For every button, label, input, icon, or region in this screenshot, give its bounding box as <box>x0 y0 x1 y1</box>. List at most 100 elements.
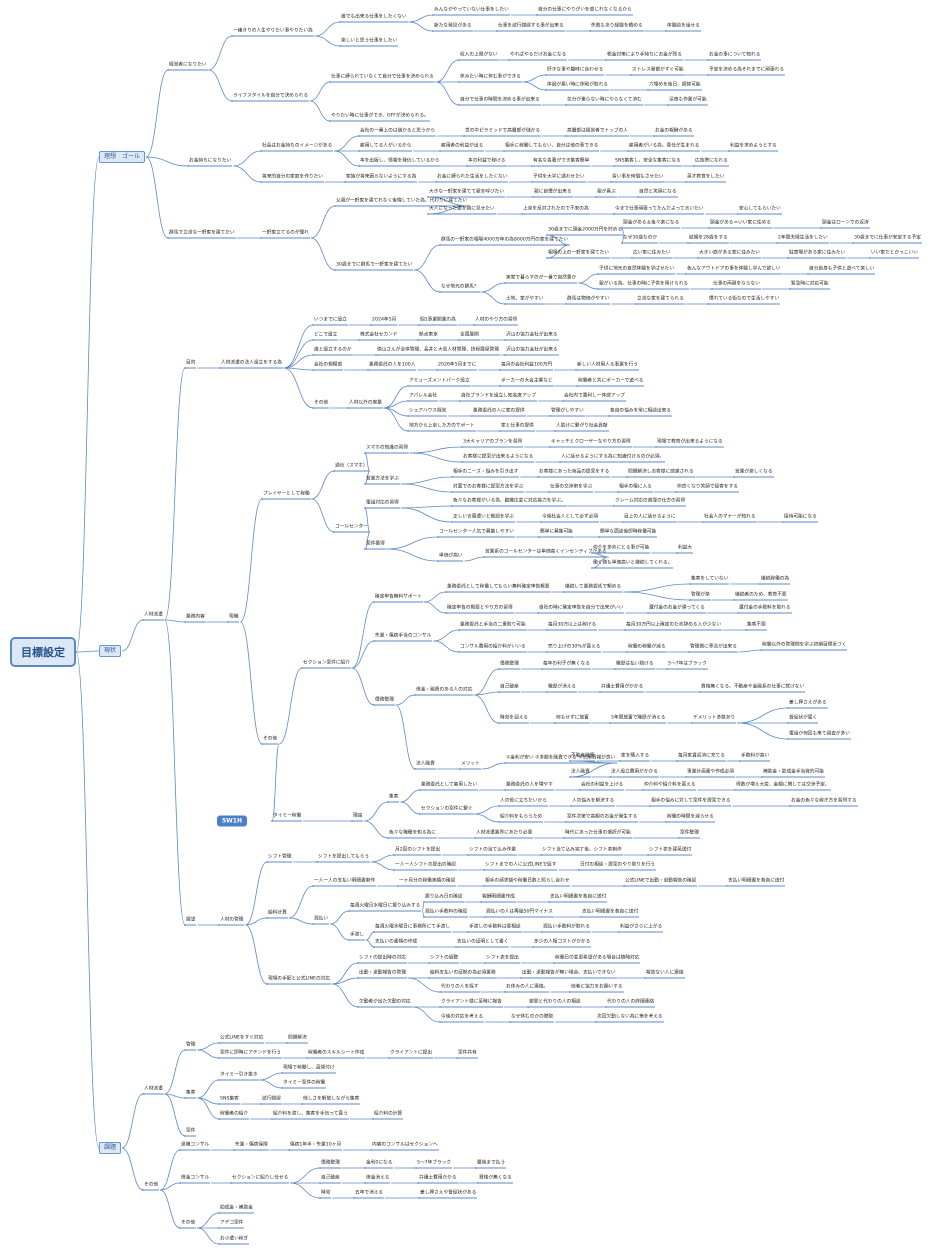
node-f30[interactable]: 自己破産 <box>499 685 520 692</box>
node-f16[interactable]: 毎月30万以上は稼げる <box>547 623 598 630</box>
node-e25[interactable]: 今後社会人として必ず必須 <box>541 515 600 522</box>
node-c4[interactable]: 大きな一軒家を建てて親を呼びたい <box>428 190 506 197</box>
node-g16[interactable]: 公式LINEで出勤・退勤報告の確認 <box>624 879 698 886</box>
node-b11[interactable]: 利益を求めようとする <box>729 144 778 151</box>
node-f31[interactable]: 職歴が消える <box>547 685 577 692</box>
node-a12[interactable]: 仕事に縛られていなくて自分で仕事を決められる <box>330 75 435 82</box>
node-b8[interactable]: 雇用者の利益が出る <box>440 144 485 151</box>
node-g50[interactable]: 今後の対応を考える <box>440 1015 485 1022</box>
node-h41[interactable]: お小遣い稼ぎ <box>219 1237 250 1244</box>
node-d19[interactable]: 毎月の会社利益100万円 <box>500 363 554 370</box>
node-e37[interactable]: 働く側も単価高いと継続してくれる。 <box>592 561 674 568</box>
node-e10[interactable]: 人に話せるようにする為に知識付けるのが必須。 <box>560 455 666 462</box>
node-e23[interactable]: クレーム対応の謝罪の仕方の習得 <box>614 499 687 506</box>
node-c19[interactable]: 結婚を28歳をする <box>688 236 729 243</box>
node-d2[interactable]: 目的 <box>185 361 197 368</box>
node-c20[interactable]: 2年間夫婦生活をしたい <box>777 236 829 243</box>
node-e1[interactable]: 業務内容 <box>185 615 206 622</box>
node-h5[interactable]: 案件に即時にアテンドを行う <box>219 1051 282 1058</box>
node-g36[interactable]: シフトの調整 <box>429 956 460 963</box>
node-h7[interactable]: クライアントに提出 <box>389 1051 434 1058</box>
node-a21[interactable]: 体調が悪い時に休暇が取れる <box>546 83 609 90</box>
node-d23[interactable]: アミューズメントパーク設立 <box>408 379 471 386</box>
node-h29[interactable]: 5〜7年ブラック <box>416 1161 453 1168</box>
node-c12[interactable]: 30歳までに群馬で一軒家を建てたい <box>335 263 414 270</box>
node-h24[interactable]: 内容のコンサルはセクションへ <box>371 1143 439 1150</box>
node-e33[interactable]: 単価が高い <box>438 554 464 561</box>
node-c2[interactable]: 一軒家立てるのが憧れ <box>261 231 310 238</box>
node-f71[interactable]: 案件整理 <box>679 831 700 838</box>
node-f33[interactable]: 資格無くなる、不動産や金融系の仕事に就けない <box>700 685 806 692</box>
node-b4[interactable]: 世の中ピラミッドで高層部が儲かる <box>464 129 542 136</box>
node-d8[interactable]: どこで設立 <box>313 333 339 340</box>
node-c38[interactable]: 慣れている街なので生活しやすい <box>708 297 781 304</box>
node-e36[interactable]: 利益大 <box>677 546 694 553</box>
node-f69[interactable]: 人材派遣業界にあたり必要 <box>475 831 534 838</box>
node-h23[interactable]: 傷病1年半・失業10ヶ月 <box>289 1143 343 1150</box>
node-f27[interactable]: 毎年の利子が無くなる <box>542 662 591 669</box>
node-a19[interactable]: ストレス発散がすぐ可能 <box>631 68 685 75</box>
node-c31[interactable]: 自分自身も子供と遊べて楽しい <box>808 267 876 274</box>
node-h10[interactable]: タイミー引き抜き <box>219 1073 259 1080</box>
node-c27[interactable]: なぜ地元の群馬？ <box>440 285 480 292</box>
node-d6[interactable]: 個1事業開業の為 <box>419 318 457 325</box>
node-f50[interactable]: 事業計画書や作成必須 <box>686 770 735 777</box>
node-d18[interactable]: 2026年5月までに <box>437 363 478 370</box>
node-h9[interactable]: 集客 <box>185 1091 197 1098</box>
branch-ideal[interactable]: 理想 ゴール <box>99 151 146 163</box>
node-f65[interactable]: 紹介料をもらうため <box>499 815 544 822</box>
node-f28[interactable]: 職歴は払い続ける <box>615 662 655 669</box>
node-f25[interactable]: 借金・融資のある人の対応 <box>415 688 474 695</box>
node-b20[interactable]: 子供を大学に通わせたい <box>532 175 586 182</box>
node-g1[interactable]: 展望 <box>185 918 197 925</box>
node-h25[interactable]: 借金コンサル <box>180 1176 211 1183</box>
node-f40[interactable]: 電話が何回も来て調査が多い <box>788 732 851 739</box>
node-h1[interactable]: 人材派遣 <box>143 1087 164 1094</box>
node-e18[interactable]: 相手の懐に入る <box>618 485 653 492</box>
node-d32[interactable]: 各自の悩みを常に相談出来る <box>609 409 672 416</box>
node-b10[interactable]: 雇用者がいる為、責任が生まれる <box>628 144 701 151</box>
node-f70[interactable]: 時代にあった仕事の選択が可能 <box>564 831 632 838</box>
node-f59[interactable]: 得数が増え大変、金額に関しては交渉予定。 <box>735 783 831 790</box>
node-a14[interactable]: やればやるだけお金になる <box>509 53 568 60</box>
node-g28[interactable]: 手渡しの手数料は要相談 <box>468 925 522 932</box>
node-f47[interactable]: 手数料が高い <box>740 754 771 761</box>
node-f56[interactable]: 業務委託の人を増やす <box>505 783 554 790</box>
node-h14[interactable]: 試行錯誤 <box>261 1097 282 1104</box>
node-e16[interactable]: 対面でのお客様に提案方法を学ぶ <box>452 485 525 492</box>
node-a24[interactable]: 気分が乗らない時にやらなくて済む <box>566 98 643 105</box>
node-d10[interactable]: 拠点東京 <box>418 333 439 340</box>
node-e17[interactable]: 仕事の交渉術を学ぶ <box>549 485 594 492</box>
node-f41[interactable]: 法人融資 <box>415 762 436 769</box>
node-b12[interactable]: 本を出版し、情報を発信しているから <box>359 159 441 166</box>
node-f37[interactable]: デメリット多数あり <box>692 716 737 723</box>
node-f51[interactable]: 補助金・助成金手当覚的可能 <box>762 770 825 777</box>
node-g12[interactable]: 給料計算 <box>267 911 288 918</box>
node-c16[interactable]: 頭金がある＝いい家に住める <box>709 221 772 228</box>
node-h19[interactable]: 案件 <box>185 1129 197 1136</box>
node-h21[interactable]: 退職コンサル <box>180 1143 211 1150</box>
node-h37[interactable]: 差し押さえや督促状がある <box>419 1191 478 1198</box>
node-f55[interactable]: 業務委託として雇用したい <box>420 783 479 790</box>
node-c28[interactable]: 実家で暮らすのが一番で自然豊か <box>505 276 578 283</box>
node-c5[interactable]: 親に自慢が出来る <box>533 190 573 197</box>
node-a1[interactable]: 経営者になりたい <box>168 63 208 70</box>
node-h8[interactable]: 案件共有 <box>457 1051 478 1058</box>
node-h22[interactable]: 失業・傷病保険 <box>234 1143 269 1150</box>
node-h30[interactable]: 最後まで払う <box>476 1161 507 1168</box>
node-g4[interactable]: シフトを提出してもらう <box>317 855 371 862</box>
node-g30[interactable]: 利益がさらに上がる <box>619 925 664 932</box>
node-a23[interactable]: 自分で仕事の時間を決める事が出来る <box>459 98 541 105</box>
node-h39[interactable]: 助成金・補助金 <box>219 1206 254 1213</box>
node-h26[interactable]: セクションに紹介し任せる <box>231 1176 290 1183</box>
node-d27[interactable]: 自社ブランドを設立し知名度アップ <box>460 394 538 401</box>
node-g48[interactable]: 謝罪と代わりの人の相談 <box>528 1000 582 1007</box>
node-g10[interactable]: シフトまでの人に公式LINEで促す <box>484 863 558 870</box>
node-e15[interactable]: 営業が楽しくなる <box>734 470 774 477</box>
node-g8[interactable]: シフト表を建英送付 <box>648 848 693 855</box>
node-g38[interactable]: 稼働日の変更希望がある場合は随時対応 <box>554 956 641 963</box>
node-g5[interactable]: 月2回のシフトを提出 <box>394 848 442 855</box>
node-g7[interactable]: シフト当て込み完了後、シフト表制作 <box>541 848 623 855</box>
node-g39[interactable]: 出勤・退勤報告の管理 <box>358 971 407 978</box>
node-f10[interactable]: 確定申告の概要とやり方の習得 <box>446 606 514 613</box>
